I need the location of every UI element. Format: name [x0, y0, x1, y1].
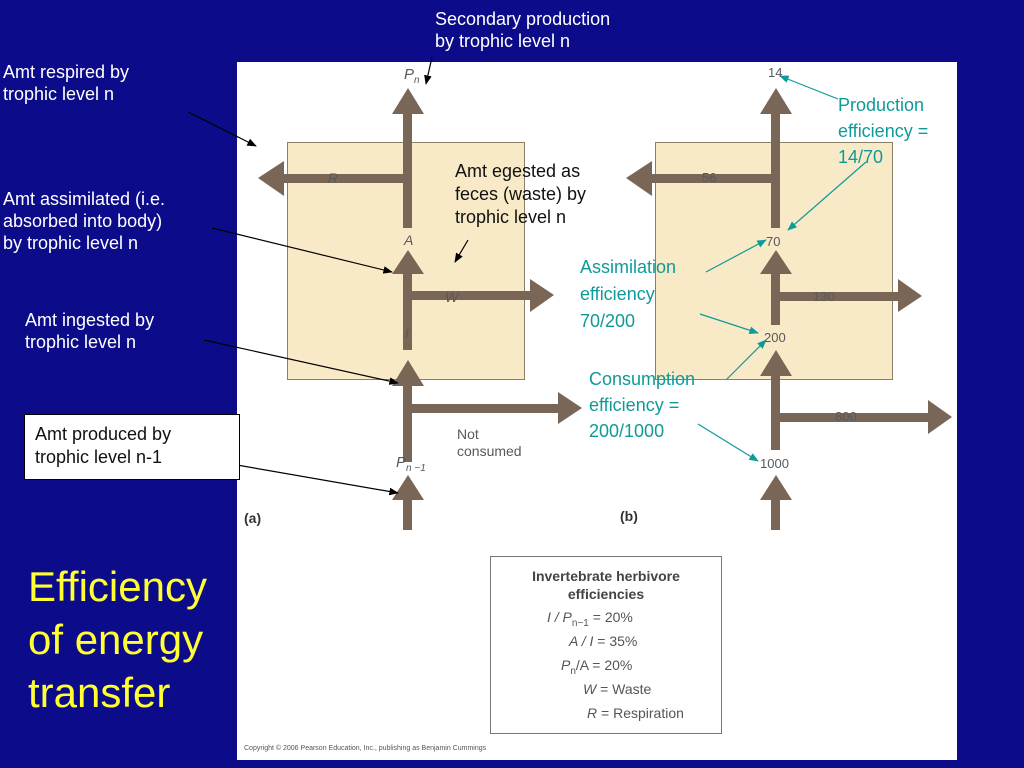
panel-a-flows	[258, 88, 582, 530]
annotation-consumption-efficiency: Consumption efficiency = 200/1000	[589, 369, 696, 441]
label-waste-w: W	[445, 289, 459, 305]
legend-row: A / I = 35%	[569, 633, 638, 649]
pointer-lines-teal	[697, 75, 867, 462]
label-assimilation-a: A	[404, 232, 414, 248]
annotation-assimilation-efficiency: Assimilation efficiency 70/200	[580, 257, 677, 331]
annotation-assimilated: Amt assimilated (i.e. absorbed into body…	[3, 189, 166, 253]
annotation-produced: Amt produced by trophic level n-1	[35, 424, 172, 467]
pointer-lines-black	[187, 56, 469, 496]
value-respiration: 56	[702, 170, 717, 185]
annotation-ingested: Amt ingested by trophic level n	[25, 310, 155, 352]
panel-b-flows	[626, 88, 952, 530]
annotation-secondary-production: Secondary production by trophic level n	[435, 9, 611, 51]
legend-row: W = Waste	[583, 681, 652, 697]
legend-title: Invertebrate herbivore efficiencies	[532, 568, 680, 602]
panel-b-label: (b)	[620, 508, 638, 524]
legend-row: I / Pn−1 = 20%	[547, 609, 633, 629]
label-prey-production-pn1: Pn −1	[396, 454, 426, 474]
value-not-consumed: 800	[835, 409, 857, 424]
label-production-pn: Pn	[404, 66, 420, 86]
label-respiration-r: R	[328, 170, 339, 186]
value-ingested: 200	[764, 330, 786, 345]
value-waste: 130	[813, 289, 835, 304]
slide-title: Efficiency of energy transfer	[28, 563, 207, 716]
annotation-produced-box: Amt produced by trophic level n-1	[24, 414, 240, 480]
copyright-text: Copyright © 2006 Pearson Education, Inc.…	[244, 745, 487, 752]
efficiency-legend: Invertebrate herbivore efficiencies I / …	[490, 556, 722, 734]
label-not-consumed: Not consumed	[457, 426, 522, 459]
value-prey-production: 1000	[760, 456, 789, 471]
annotation-respired: Amt respired by trophic level n	[3, 62, 130, 104]
annotation-production-efficiency: Production efficiency = 14/70	[838, 95, 929, 167]
annotation-egested: Amt egested as feces (waste) by trophic …	[455, 161, 587, 227]
legend-row: Pn/A = 20%	[561, 657, 633, 677]
value-production: 14	[768, 65, 783, 80]
label-ingestion-i: I	[405, 325, 409, 341]
value-assimilated: 70	[766, 234, 781, 249]
panel-a-label: (a)	[244, 510, 262, 526]
legend-row: R = Respiration	[587, 705, 684, 721]
